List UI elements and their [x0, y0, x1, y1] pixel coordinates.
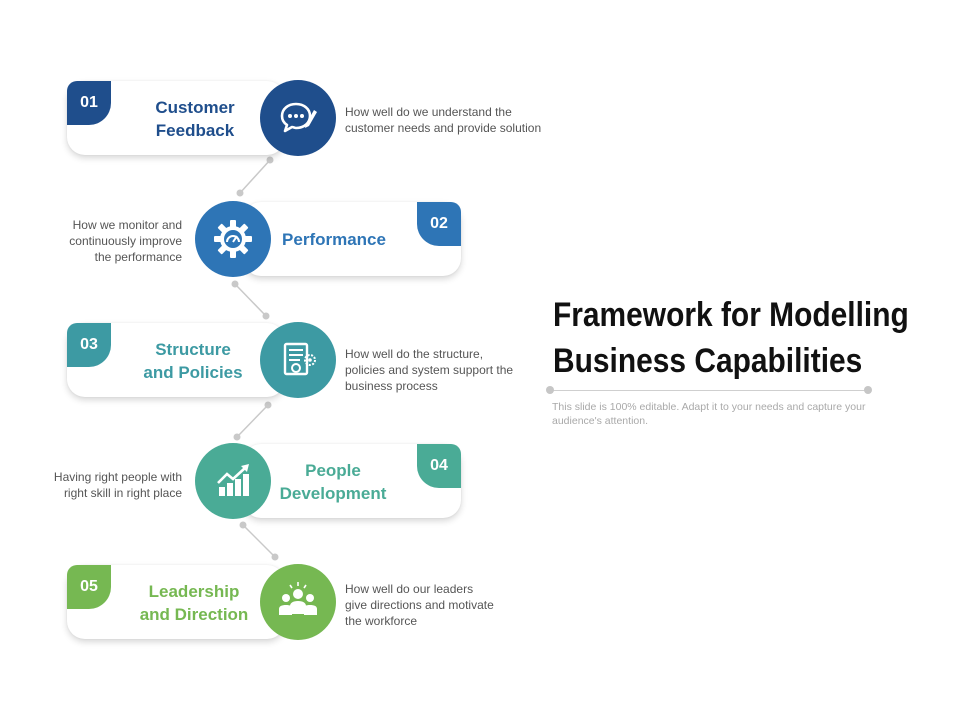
- step-description: How we monitor and continuously improve …: [42, 217, 182, 265]
- team-leader-icon: [279, 582, 317, 615]
- step-label: Leadership and Direction: [126, 580, 262, 626]
- step-card: 01: [67, 81, 285, 155]
- gear-gauge-icon: [214, 220, 252, 258]
- divider-dot-left: [546, 386, 554, 394]
- step-label-line1: Leadership: [148, 582, 240, 601]
- step-number-badge: 02: [417, 202, 461, 246]
- step-label-line1: People: [305, 461, 361, 480]
- step-description: How well do we understand the customer n…: [345, 104, 555, 136]
- slide-title-line1: Framework for Modelling: [553, 296, 909, 334]
- growth-chart-icon: [217, 464, 249, 496]
- step-number-badge: 01: [67, 81, 111, 125]
- step-description-line: continuously improve: [69, 234, 182, 248]
- step-icon-circle: [260, 322, 336, 398]
- step-description-line: policies and system support the: [345, 363, 514, 377]
- step-label-line2: Feedback: [155, 121, 235, 140]
- title-divider: [546, 386, 872, 394]
- step-description-line: How well do our leaders: [345, 582, 474, 596]
- slide-subtitle: This slide is 100% editable. Adapt it to…: [552, 400, 876, 428]
- step-number-badge: 03: [67, 323, 111, 367]
- speech-bubble-pencil-icon: [280, 102, 317, 133]
- step-description: How well do our leaders give directions …: [345, 581, 535, 629]
- step-number-badge: 05: [67, 565, 111, 609]
- step-label-line2: and Policies: [143, 363, 243, 382]
- step-description-line: the workforce: [345, 614, 418, 628]
- step-description-line: customer needs and provide solution: [345, 121, 542, 135]
- step-label: Structure and Policies: [126, 338, 260, 384]
- step-description-line: the performance: [94, 250, 182, 264]
- step-card: 02: [243, 202, 461, 276]
- step-label-line1: Structure: [155, 340, 231, 359]
- step-description: Having right people with right skill in …: [32, 469, 182, 501]
- step-label-line2: and Direction: [139, 605, 249, 624]
- step-description: How well do the structure, policies and …: [345, 346, 535, 394]
- step-label: Performance: [270, 228, 398, 251]
- step-label: People Development: [268, 459, 398, 505]
- step-label-line1: Customer: [155, 98, 235, 117]
- slide-title-line2: Business Capabilities: [553, 342, 863, 380]
- step-label-line1: Performance: [282, 230, 386, 249]
- step-description-line: How we monitor and: [72, 218, 182, 232]
- step-icon-circle: [195, 443, 271, 519]
- step-description-line: business process: [345, 379, 438, 393]
- divider-line: [550, 389, 868, 391]
- step-card: 04: [243, 444, 461, 518]
- step-card: 03: [67, 323, 285, 397]
- step-description-line: How well do the structure,: [345, 347, 484, 361]
- step-label: Customer Feedback: [128, 96, 262, 142]
- divider-dot-right: [864, 386, 872, 394]
- step-card: 05: [67, 565, 285, 639]
- step-description-line: Having right people with: [53, 470, 182, 484]
- document-gear-icon: [283, 342, 316, 376]
- step-icon-circle: [195, 201, 271, 277]
- step-icon-circle: [260, 80, 336, 156]
- step-number-badge: 04: [417, 444, 461, 488]
- step-description-line: give directions and motivate: [345, 598, 494, 612]
- slide-title: Framework for Modelling Business Capabil…: [553, 292, 909, 384]
- step-icon-circle: [260, 564, 336, 640]
- step-description-line: How well do we understand the: [345, 105, 512, 119]
- slide-subtitle-line1: This slide is 100% editable. Adapt it to…: [552, 401, 866, 413]
- slide-subtitle-line2: audience's attention.: [552, 415, 648, 427]
- step-description-line: right skill in right place: [63, 486, 182, 500]
- step-label-line2: Development: [279, 484, 387, 503]
